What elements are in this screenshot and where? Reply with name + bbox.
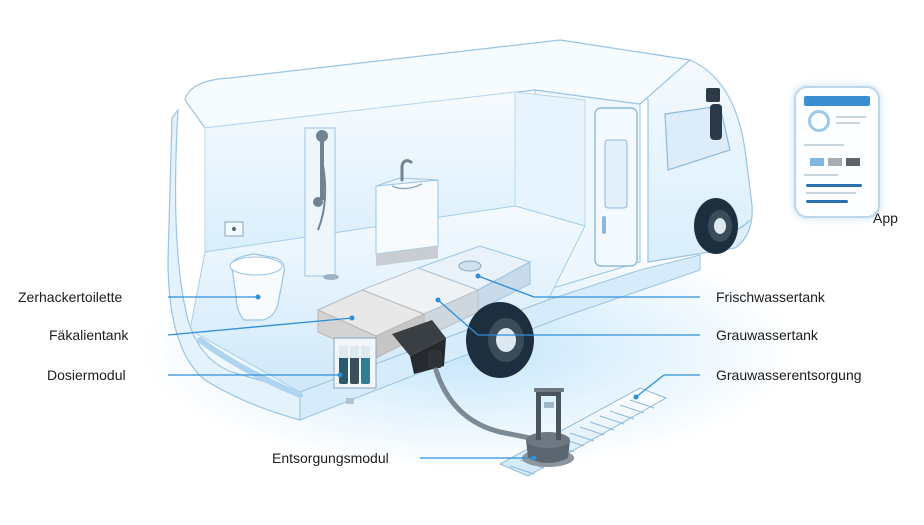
rear-wheel [466,302,534,378]
phone-gauge [808,110,830,132]
leader-dot-disposal [531,455,537,461]
leader-dot-waste-tank [349,315,355,321]
label-zerhackertoilette: Zerhackertoilette [18,289,123,305]
leader-lines [167,275,700,459]
label-faekalientank: Fäkalientank [49,327,129,343]
phone-swatch [828,158,842,166]
leader-dot-greydisp [633,394,639,400]
phone-swatch [846,158,860,166]
phone-text-line [806,192,856,194]
phone-swatch [810,158,824,166]
leader-dot-grey [435,297,441,303]
label-app: App [873,210,898,226]
leader-dot-fresh [475,273,481,279]
leader-dot-dosing [337,372,343,378]
disposal-module-graphic [522,388,574,467]
phone-header-bar [804,96,870,106]
phone-progress [806,200,848,203]
outlet-connector [392,320,446,374]
leader-line-waste-tank [167,317,353,336]
interior-fixtures [224,127,439,321]
leader-line-greydisp-a [635,374,665,398]
label-dosiermodul: Dosiermodul [47,367,126,383]
front-wheel [694,198,738,254]
label-entsorgungsmodul: Entsorgungsmodul [272,450,389,466]
phone-progress [806,184,862,187]
phone-text-line [836,116,866,118]
dosing-module-graphic [333,337,377,404]
label-grauwasserentsorgung: Grauwasserentsorgung [716,367,862,383]
phone-text-line [804,174,838,176]
leader-line-fresh-a [477,275,535,298]
phone-text-line [836,122,860,124]
leader-dot-toilet [255,294,261,300]
tanks [316,245,532,359]
phone-text-line [804,144,844,146]
hose [433,367,543,443]
label-frischwassertank: Frischwassertank [716,289,825,305]
label-grauwassertank: Grauwassertank [716,327,818,343]
phone-icon [794,86,880,218]
leader-line-grey-a [437,299,479,336]
